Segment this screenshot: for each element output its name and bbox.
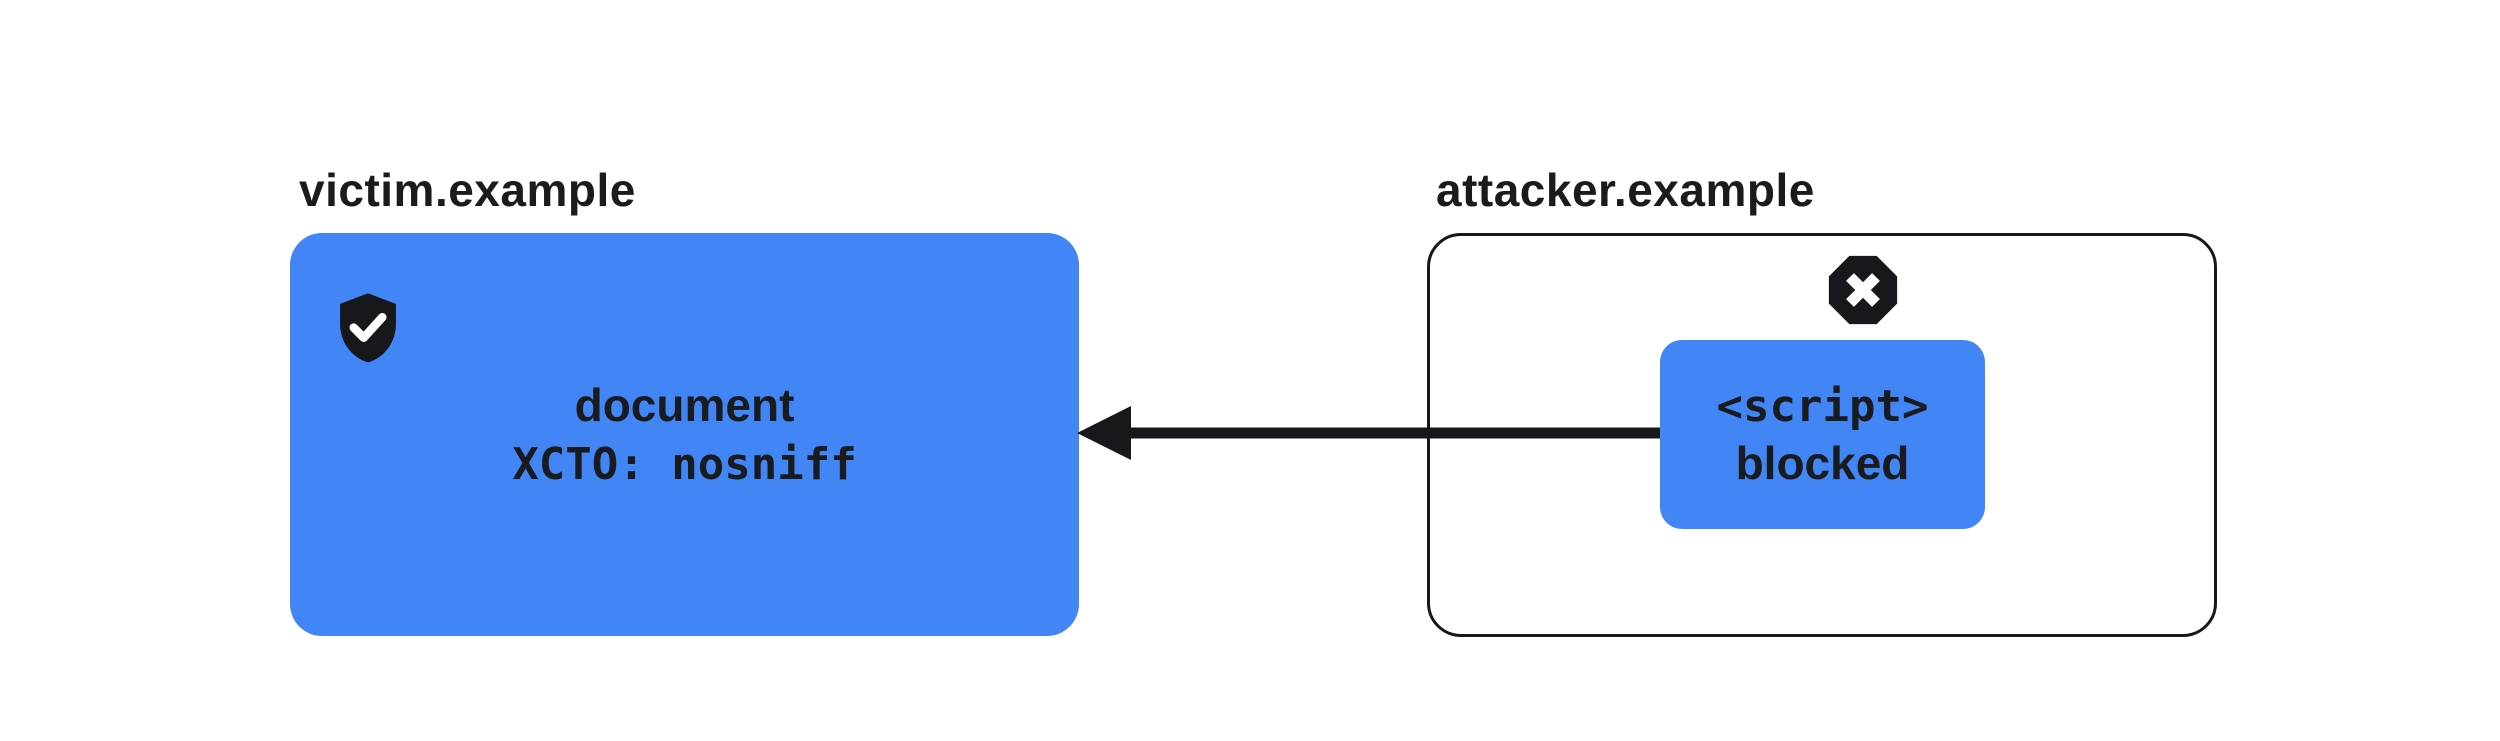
script-tag-line: <script> <box>1716 380 1929 432</box>
victim-document-box: document XCTO: nosniff <box>290 233 1079 636</box>
victim-xcto-line: XCTO: nosniff <box>512 438 857 490</box>
shield-check-icon <box>340 293 396 363</box>
blocked-request-arrow <box>1077 406 1660 460</box>
attacker-origin-box: <script> blocked <box>1427 233 2217 637</box>
blocked-line: blocked <box>1735 436 1910 489</box>
victim-box-text: document XCTO: nosniff <box>290 375 1079 495</box>
victim-origin-label: victim.example <box>299 164 636 216</box>
attacker-origin-label: attacker.example <box>1436 164 1815 216</box>
octagon-x-icon <box>1828 255 1898 325</box>
victim-document-line: document <box>574 378 795 431</box>
blocked-script-box: <script> blocked <box>1660 340 1985 529</box>
